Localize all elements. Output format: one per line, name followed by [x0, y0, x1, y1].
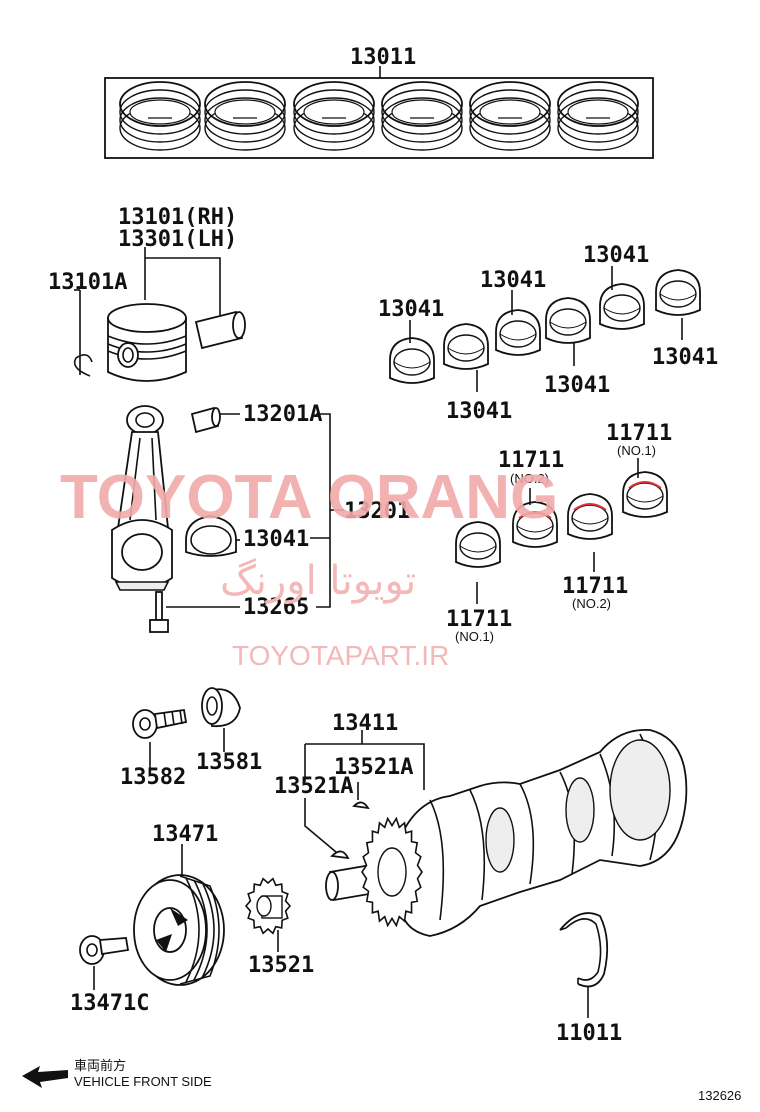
crank-sprocket[interactable]	[361, 816, 423, 928]
connecting-rod-bearing[interactable]	[185, 515, 237, 557]
label-bearing-e[interactable]: 13041	[544, 373, 610, 398]
main-bearing-no2-lower[interactable]	[567, 493, 613, 540]
label-key-a[interactable]: 13521A	[274, 774, 353, 799]
label-piston-pin-bush[interactable]: 13201A	[243, 402, 322, 427]
label-bearing-d[interactable]: 13041	[446, 399, 512, 424]
key-b[interactable]	[352, 801, 370, 810]
piston-ring-2[interactable]	[204, 81, 286, 151]
label-main-bearing-c-sub[interactable]: (NO.2)	[572, 596, 611, 611]
pulley-bolt[interactable]	[79, 935, 130, 965]
piston-pin[interactable]	[194, 310, 246, 350]
label-main-bearing-b-sub[interactable]: (NO.1)	[617, 443, 656, 458]
rod-bearing-e[interactable]	[599, 283, 645, 330]
label-main-bearing-d-sub[interactable]: (NO.1)	[455, 629, 494, 644]
label-plate-bolt[interactable]: 13582	[120, 765, 186, 790]
snap-ring[interactable]	[73, 354, 93, 377]
legend-english: VEHICLE FRONT SIDE	[74, 1074, 212, 1089]
label-main-bearing-a[interactable]: 11711	[498, 448, 564, 473]
label-bearing-a[interactable]: 13041	[378, 297, 444, 322]
rod-bearing-c[interactable]	[495, 309, 541, 356]
label-connecting-rod-assy[interactable]: 13201	[344, 499, 410, 524]
piston[interactable]	[107, 303, 187, 382]
piston-ring-1[interactable]	[119, 81, 201, 151]
connecting-rod-bush[interactable]	[190, 406, 221, 434]
piston-ring-set[interactable]	[104, 66, 654, 159]
label-rod-bolt[interactable]: 13265	[243, 595, 309, 620]
main-bearing-no1-lower[interactable]	[455, 521, 501, 568]
rod-bearing-b[interactable]	[443, 323, 489, 370]
legend-japanese: 車両前方	[74, 1058, 126, 1073]
label-main-bearing-d[interactable]: 11711	[446, 607, 512, 632]
label-rod-bearing[interactable]: 13041	[243, 527, 309, 552]
plate-bolt[interactable]	[132, 708, 188, 739]
label-pulley[interactable]: 13471	[152, 822, 218, 847]
label-pulley-bolt[interactable]: 13471C	[70, 991, 149, 1016]
main-bearing-no1-upper[interactable]	[622, 471, 668, 518]
rod-bearing-f[interactable]	[655, 269, 701, 316]
label-bearing-f[interactable]: 13041	[652, 345, 718, 370]
label-key-b[interactable]: 13521A	[334, 755, 413, 780]
piston-ring-4[interactable]	[381, 81, 463, 151]
watermark-persian: تویوتا اورنگ	[220, 558, 416, 604]
label-bearing-b[interactable]: 13041	[480, 268, 546, 293]
front-arrow-icon	[22, 1066, 68, 1088]
main-bearing-no2-upper[interactable]	[512, 501, 558, 548]
piston-ring-6[interactable]	[557, 81, 639, 151]
label-main-bearing-c[interactable]: 11711	[562, 574, 628, 599]
label-snap-ring[interactable]: 13101A	[48, 270, 127, 295]
label-crankshaft[interactable]: 13411	[332, 711, 398, 736]
crank-pulley[interactable]	[133, 874, 225, 986]
crankshaft[interactable]	[325, 729, 688, 937]
thrust-washer[interactable]	[559, 912, 609, 988]
rod-bearing-d[interactable]	[545, 297, 591, 344]
label-main-bearing-a-sub[interactable]: (NO.2)	[510, 471, 549, 486]
timing-gear[interactable]	[244, 877, 292, 935]
label-piston-rh[interactable]: 13101(RH)	[118, 205, 237, 230]
label-thrust-washer[interactable]: 11011	[556, 1021, 622, 1046]
figure-number: 132626	[698, 1088, 741, 1103]
watermark-brand: TOYOTA ORANG	[60, 463, 558, 532]
label-main-bearing-b[interactable]: 11711	[606, 421, 672, 446]
label-timing-gear[interactable]: 13521	[248, 953, 314, 978]
piston-ring-3[interactable]	[293, 81, 375, 151]
piston-ring-5[interactable]	[469, 81, 551, 151]
label-plate-washer[interactable]: 13581	[196, 750, 262, 775]
plate-washer[interactable]	[201, 687, 241, 728]
label-piston-lh[interactable]: 13301(LH)	[118, 227, 237, 252]
watermark-site: TOYOTAPART.IR	[232, 640, 449, 671]
label-piston-ring-set[interactable]: 13011	[350, 45, 416, 70]
label-bearing-c[interactable]: 13041	[583, 243, 649, 268]
rod-bearing-a[interactable]	[389, 337, 435, 384]
connecting-rod-bolt[interactable]	[149, 591, 169, 633]
key-a[interactable]	[330, 850, 350, 860]
connecting-rod[interactable]	[111, 405, 173, 591]
